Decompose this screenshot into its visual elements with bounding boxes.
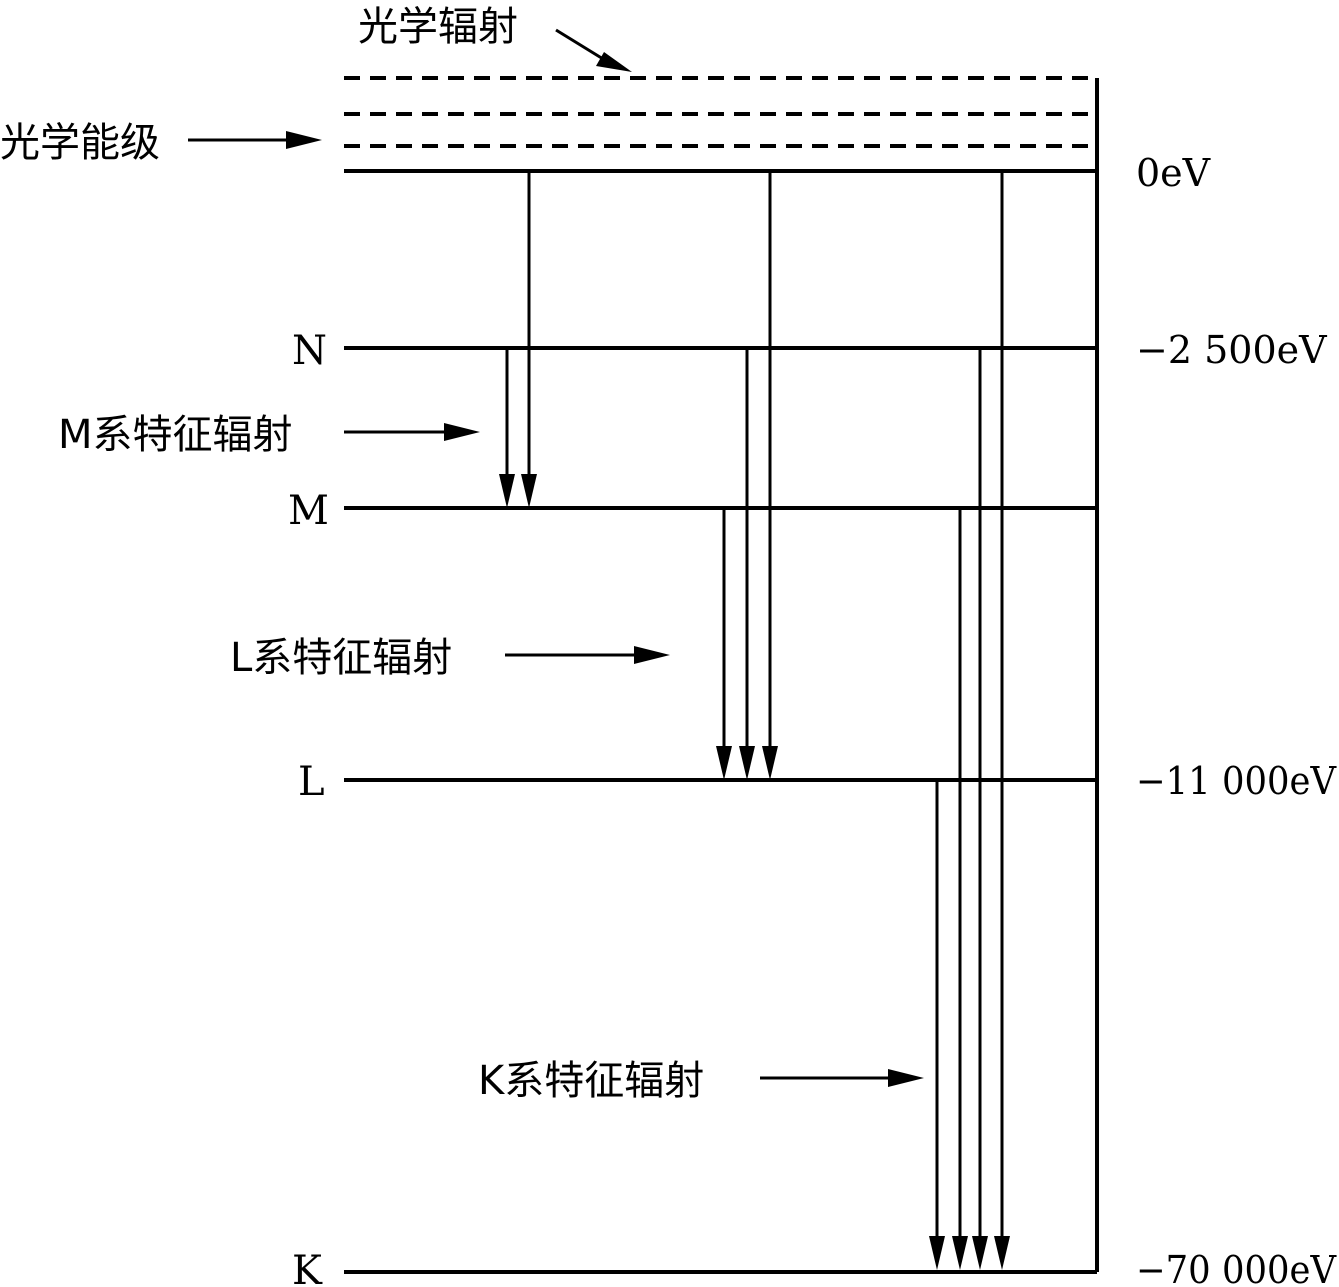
level-name-k: K <box>292 1248 323 1287</box>
energy-value-l: −11 000eV <box>1136 759 1337 803</box>
arrowhead <box>952 1236 968 1270</box>
level-name-l: L <box>298 759 325 805</box>
arrowhead <box>499 474 515 508</box>
energy-value-zero: 0eV <box>1136 151 1211 195</box>
arrowhead <box>521 474 537 508</box>
arrowhead <box>762 746 778 780</box>
energy-value-n: −2 500eV <box>1136 328 1327 372</box>
k-series-label: K系特征辐射 <box>478 1058 704 1104</box>
k-series-pointer <box>760 1069 924 1087</box>
m-series-pointer <box>344 423 480 441</box>
arrowhead <box>972 1236 988 1270</box>
optical-levels-pointer <box>188 131 322 149</box>
optical-radiation-pointer <box>555 28 632 72</box>
l-series-pointer <box>505 646 670 664</box>
m-series-transitions <box>499 171 537 508</box>
optical-radiation-label: 光学辐射 <box>358 4 518 50</box>
optical-levels-label: 光学能级 <box>0 120 160 166</box>
arrowhead <box>739 746 755 780</box>
arrowhead <box>929 1236 945 1270</box>
arrowhead <box>716 746 732 780</box>
level-name-m: M <box>288 488 329 534</box>
l-series-transitions <box>716 171 778 780</box>
level-name-n: N <box>292 328 327 374</box>
m-series-label: M系特征辐射 <box>58 412 293 458</box>
energy-value-k: −70 000eV <box>1136 1248 1337 1287</box>
l-series-label: L系特征辐射 <box>230 635 452 681</box>
arrowhead <box>994 1236 1010 1270</box>
k-series-transitions <box>929 171 1010 1270</box>
